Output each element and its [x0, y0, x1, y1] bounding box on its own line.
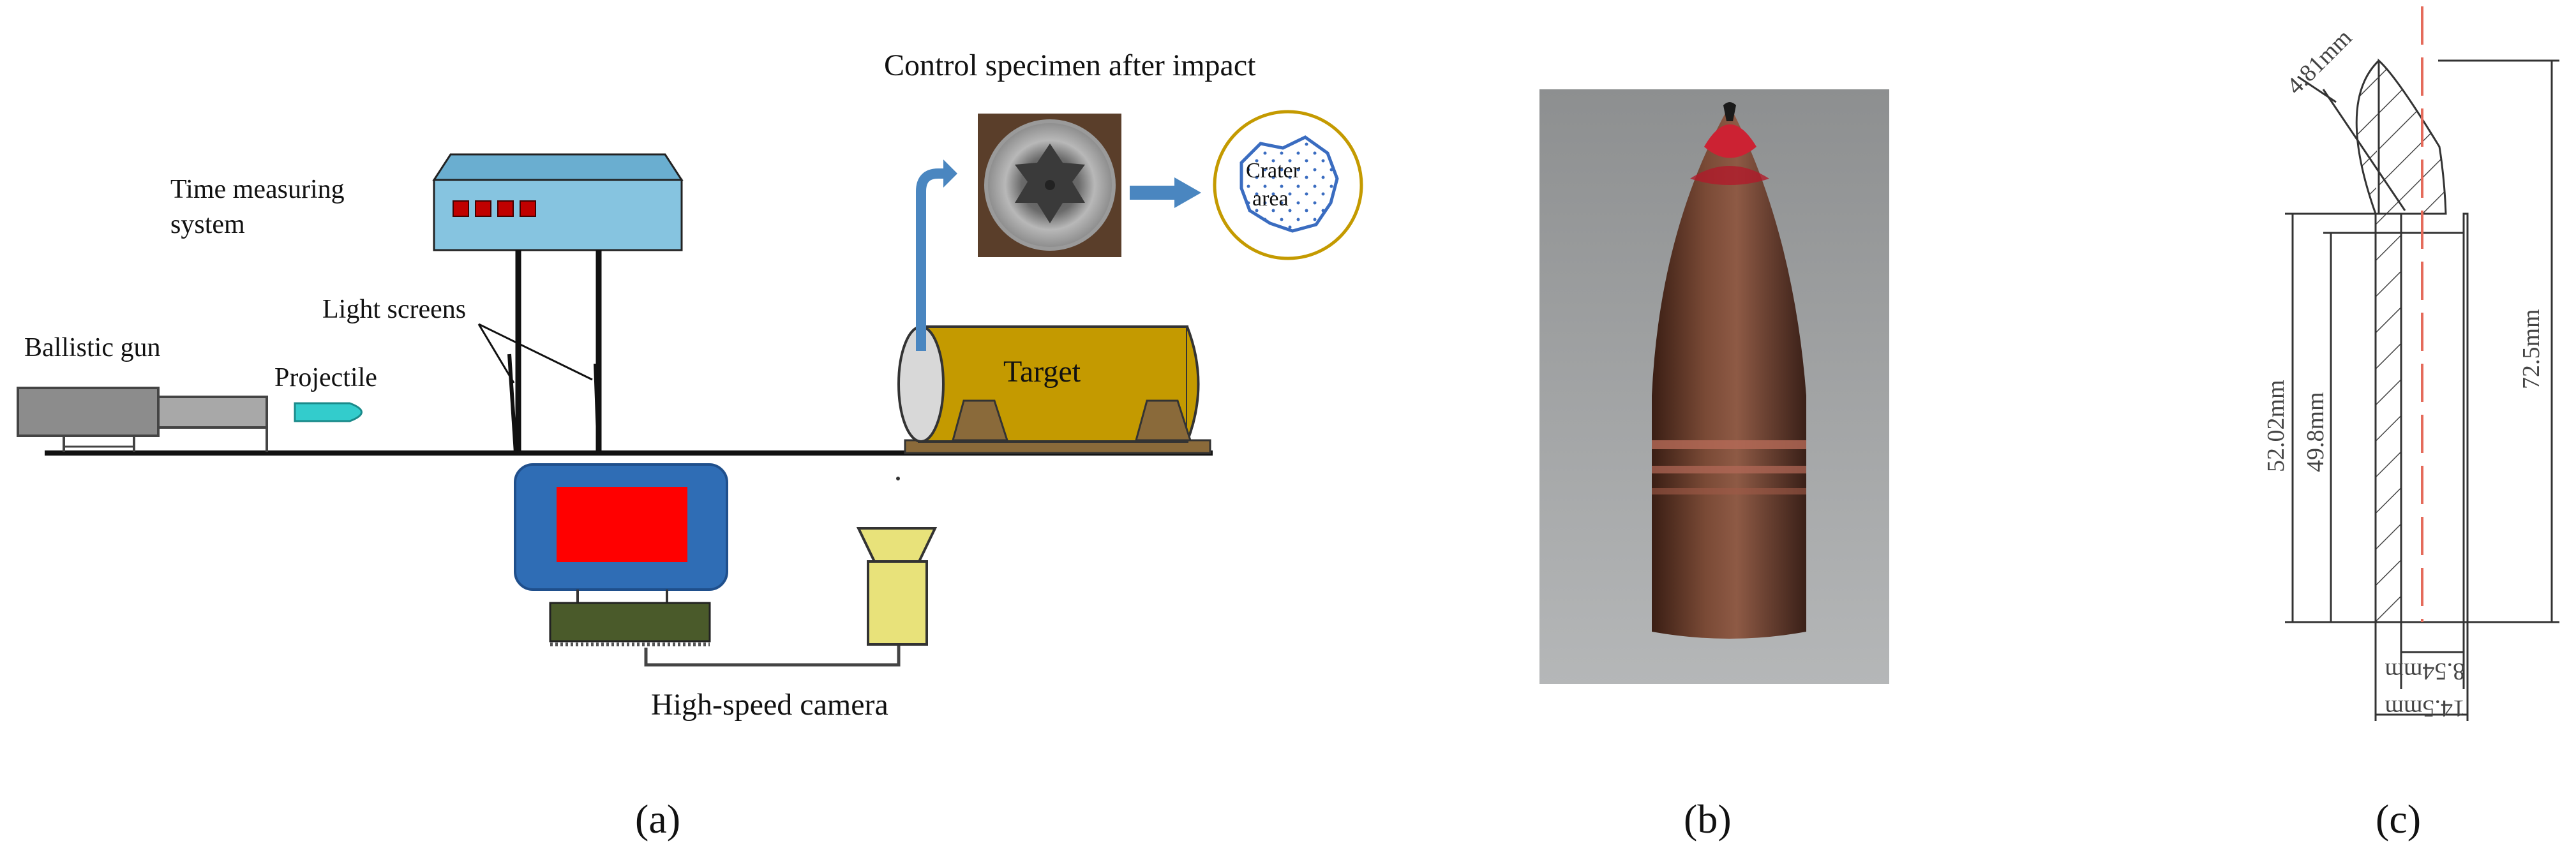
dim-diameter-label: 14.5mm: [2385, 695, 2465, 722]
control-specimen-photo: [978, 114, 1121, 257]
panel-c: 4.81mm 72.5mm 52.02mm 49.8mm 8.54mm 14.5…: [2263, 6, 2559, 842]
dim-outer-label: 52.02mm: [2263, 380, 2289, 472]
dimension-lines: [2285, 59, 2559, 721]
led-3: [497, 200, 514, 217]
high-speed-camera-icon: [644, 527, 938, 667]
arrow-up-head: [943, 160, 957, 188]
monitor-screen: [557, 487, 687, 562]
dim-core-diameter-label: 8.54mm: [2385, 658, 2465, 685]
target: [897, 325, 1211, 454]
bullet-photo: [1652, 102, 1806, 639]
projectile-cross-section: [2355, 6, 2469, 623]
high-speed-camera-label: High-speed camera: [651, 688, 888, 722]
arrow-to-crater-head: [1174, 177, 1201, 208]
control-specimen-label: Control specimen after impact: [884, 48, 1256, 82]
projectile-label: Projectile: [274, 363, 377, 392]
time-measuring-label-2: system: [170, 210, 245, 239]
panel-c-label: (c): [2376, 796, 2421, 842]
monitor: [514, 463, 728, 646]
panel-a-label: (a): [635, 796, 680, 842]
arrow-up-to-specimen: [916, 168, 945, 351]
dim-inner-label: 49.8mm: [2302, 392, 2329, 472]
ballistic-gun-label: Ballistic gun: [24, 333, 161, 362]
crater-label-1: Crater: [1246, 159, 1301, 182]
panel-a: Ballistic gun Projectile Time measuring …: [17, 48, 1363, 842]
led-1: [453, 200, 469, 217]
projectile-icon: [294, 402, 363, 422]
target-label: Target: [1003, 355, 1081, 389]
dim-total-label: 72.5mm: [2518, 309, 2545, 389]
light-screens-label: Light screens: [322, 295, 466, 324]
panel-b: (b): [1539, 89, 1889, 842]
led-4: [520, 200, 536, 217]
time-measuring-box: [432, 153, 684, 251]
small-dot: [896, 477, 900, 480]
ballistic-gun: [17, 387, 268, 452]
time-measuring-label-1: Time measuring: [170, 175, 345, 204]
panel-b-label: (b): [1684, 796, 1732, 842]
light-screens: [477, 250, 602, 454]
led-2: [475, 200, 491, 217]
crater-label-2: area: [1252, 187, 1289, 211]
dim-tip-label: 4.81mm: [2282, 24, 2358, 100]
crater-area-diagram: [1213, 110, 1363, 260]
